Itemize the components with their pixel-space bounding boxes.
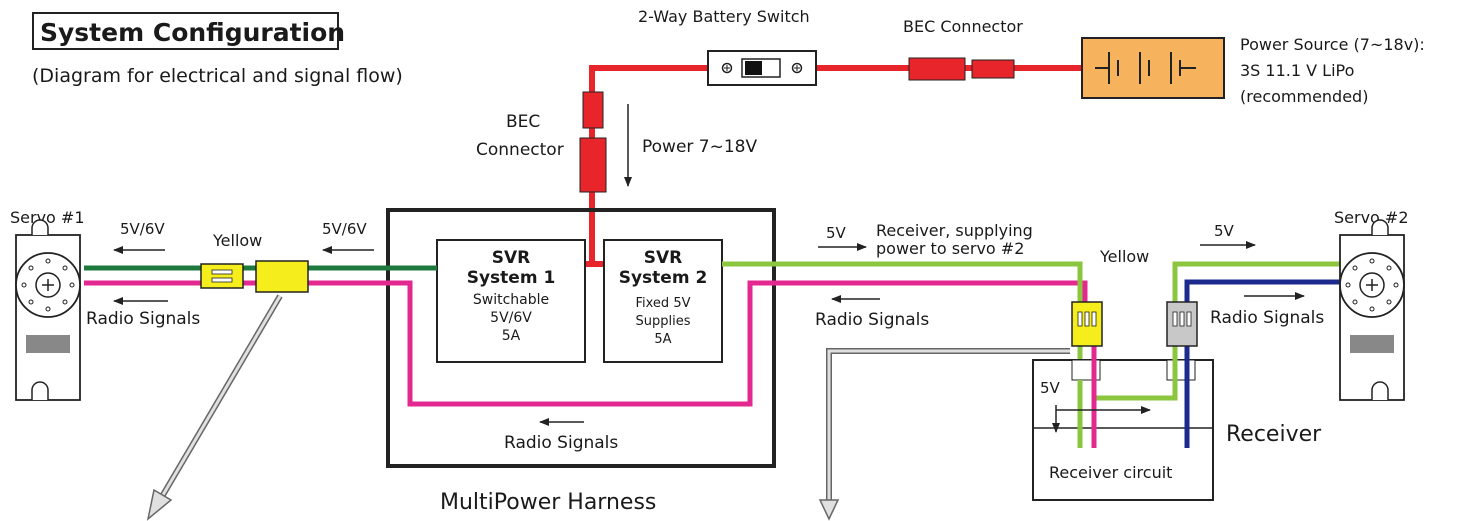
servo-2 [1339,219,1405,401]
svr1-line-3: 5A [502,328,521,344]
switch-label: 2-Way Battery Switch [638,7,810,26]
svr1-title-1: SVR [492,248,531,268]
svr2-title-1: SVR [644,248,683,268]
title-box [32,12,339,50]
yellow-right-label: Yellow [1099,247,1149,266]
receiver-box [1032,359,1214,501]
harness-label: MultiPower Harness [440,490,656,515]
page-subtitle: (Diagram for electrical and signal flow) [32,65,403,87]
battery-symbol-icon [1095,52,1196,84]
bec-left-label-1: BEC [506,112,540,132]
svr1-line-1: Switchable [473,292,549,308]
bec-connector-top-left [908,57,966,81]
bec-connector-vertical-top [582,91,604,129]
svr-system-1 [436,239,586,363]
servo1-label: Servo #1 [10,208,85,227]
bec-top-label: BEC Connector [903,17,1023,36]
svr2-line-3: 5A [654,332,671,347]
bec-connector-vertical-bottom [579,137,607,193]
center-pointer-arrow-icon [818,348,1070,521]
bec-left-label-2: Connector [476,140,564,160]
receiver-navy-wire [1184,279,1340,448]
left-pointer-arrow-icon [146,294,283,521]
switch-slider-knob [745,61,762,75]
svr-system-2 [603,239,723,363]
switch-screw-left-icon [721,62,733,74]
power-source-line2: 3S 11.1 V LiPo [1240,61,1354,80]
svr2-title-2: System 2 [619,268,708,288]
svr1-line-2: 5V/6V [490,310,532,326]
servo-1 [15,219,81,401]
power-flow-label: Power 7~18V [642,137,757,157]
power-source-line1: Power Source (7~18v): [1240,35,1425,54]
bec-connector-top-right [971,59,1015,79]
switch-screw-right-icon [791,62,803,74]
receiver-inner-5v: 5V [1040,379,1061,397]
receiver-port-right [1166,359,1196,381]
radio-signals-left: Radio Signals [86,309,200,329]
radio-signals-mid: Radio Signals [815,310,929,330]
left-connector-small [200,263,244,289]
left-connector-large [255,260,309,293]
page-title: System Configuration [40,18,345,47]
receiver-label: Receiver [1226,422,1322,447]
receiver-5v-label: 5V [826,224,847,242]
yellow-left-label: Yellow [212,231,262,250]
servo2-label: Servo #2 [1334,208,1409,227]
radio-signals-bottom: Radio Signals [504,433,618,453]
svr2-line-2: Supplies [636,314,691,329]
left-voltage-2: 5V/6V [322,220,367,238]
receiver-note-2: power to servo #2 [876,239,1024,258]
receiver-circuit-label: Receiver circuit [1049,463,1172,482]
svr1-title-2: System 1 [467,268,556,288]
power-source-line3: (recommended) [1240,87,1368,106]
left-magenta-wire [84,280,1088,407]
left-voltage-1: 5V/6V [120,220,165,238]
radio-signals-right: Radio Signals [1210,308,1324,328]
svr2-line-1: Fixed 5V [636,296,691,311]
receiver-note-1: Receiver, supplying [876,221,1033,240]
harness-box [386,208,776,468]
right-5v-label: 5V [1214,222,1235,240]
